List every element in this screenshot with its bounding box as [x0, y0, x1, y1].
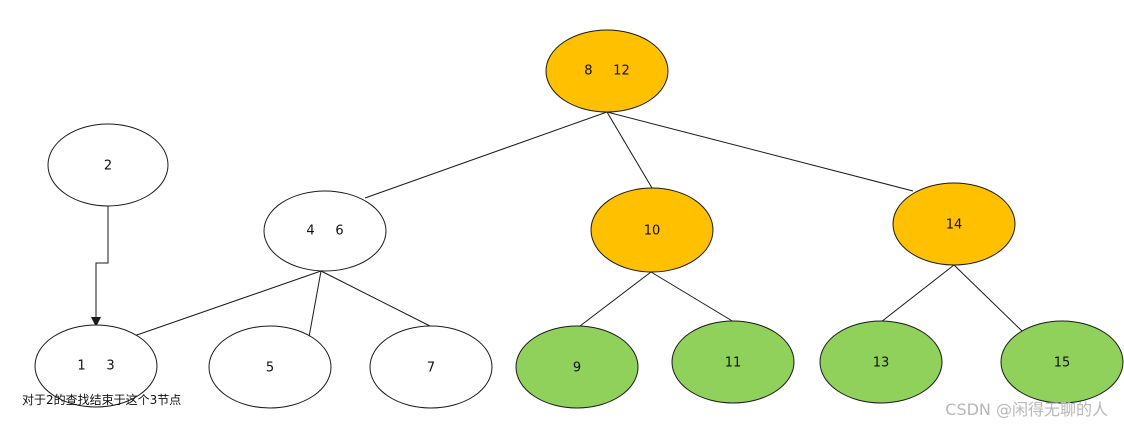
edge-8-12-to-4-6 — [364, 111, 608, 199]
edges — [133, 111, 1023, 338]
edge-10-to-11 — [650, 271, 735, 323]
node-1-3-label: 1 3 — [77, 359, 114, 374]
node-9-label: 9 — [573, 361, 581, 376]
node-11: 11 — [671, 320, 795, 404]
edge-14-to-15 — [953, 264, 1023, 332]
node-9: 9 — [515, 325, 639, 409]
csdn-watermark: CSDN @闲得无聊的人 — [945, 400, 1108, 419]
node-5: 5 — [208, 325, 332, 409]
node-15: 15 — [1000, 320, 1124, 404]
node-1-3: 1 3 — [34, 324, 158, 408]
node-5-label: 5 — [266, 361, 274, 376]
edge-8-12-to-14 — [606, 111, 914, 192]
node-2-label: 2 — [104, 159, 112, 174]
node-2: 2 — [47, 123, 169, 207]
node-15-label: 15 — [1054, 356, 1071, 371]
node-10: 10 — [590, 187, 714, 273]
edge-14-to-13 — [880, 264, 955, 323]
arrow-2-to-1-3 — [91, 206, 109, 327]
node-13-label: 13 — [873, 356, 890, 371]
edge-4-6-to-5 — [308, 270, 322, 338]
node-8-12: 8 12 — [545, 29, 669, 113]
node-14: 14 — [892, 182, 1016, 266]
search-end-caption: 对于2的查找结束于这个3节点 — [22, 393, 182, 407]
node-14-label: 14 — [946, 218, 963, 233]
edge-8-12-to-10 — [606, 111, 653, 189]
node-4-6: 4 6 — [263, 190, 387, 272]
edge-4-6-to-7 — [320, 270, 431, 327]
edge-4-6-to-1-3 — [133, 270, 322, 337]
node-4-6-label: 4 6 — [306, 224, 343, 239]
edge-10-to-9 — [579, 271, 652, 327]
node-10-label: 10 — [644, 224, 661, 239]
node-8-12-label: 8 12 — [584, 64, 629, 79]
node-13: 13 — [819, 320, 943, 404]
node-7-label: 7 — [427, 361, 435, 376]
node-7: 7 — [369, 325, 493, 409]
node-11-label: 11 — [725, 356, 742, 371]
